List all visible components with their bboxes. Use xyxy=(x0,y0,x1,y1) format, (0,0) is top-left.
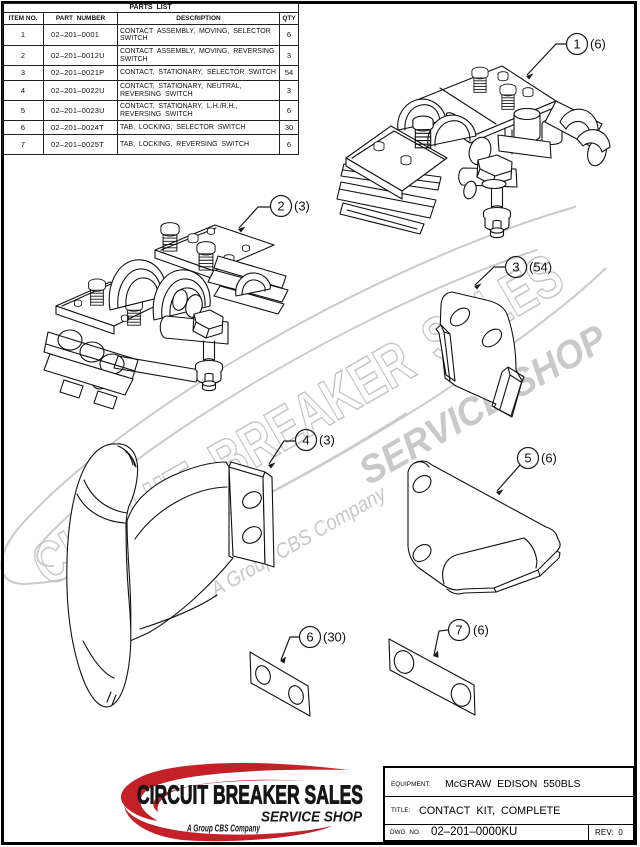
svg-text:1: 1 xyxy=(573,37,580,52)
svg-text:(3): (3) xyxy=(294,199,310,214)
svg-text:5: 5 xyxy=(524,451,531,466)
svg-text:6: 6 xyxy=(306,630,313,645)
svg-text:(6): (6) xyxy=(541,451,557,466)
svg-text:3: 3 xyxy=(512,260,519,275)
svg-text:CIRCUIT BREAKER SALES: CIRCUIT BREAKER SALES xyxy=(137,780,363,810)
svg-text:(6): (6) xyxy=(590,37,606,52)
svg-text:(3): (3) xyxy=(319,433,335,448)
svg-text:A Group CBS Company: A Group CBS Company xyxy=(186,824,260,835)
svg-text:2: 2 xyxy=(277,199,284,214)
svg-text:7: 7 xyxy=(455,623,462,638)
svg-text:4: 4 xyxy=(302,433,309,448)
svg-text:(30): (30) xyxy=(323,630,346,645)
svg-text:SERVICE SHOP: SERVICE SHOP xyxy=(261,810,362,826)
svg-text:(6): (6) xyxy=(473,623,489,638)
svg-text:(54): (54) xyxy=(529,260,552,275)
